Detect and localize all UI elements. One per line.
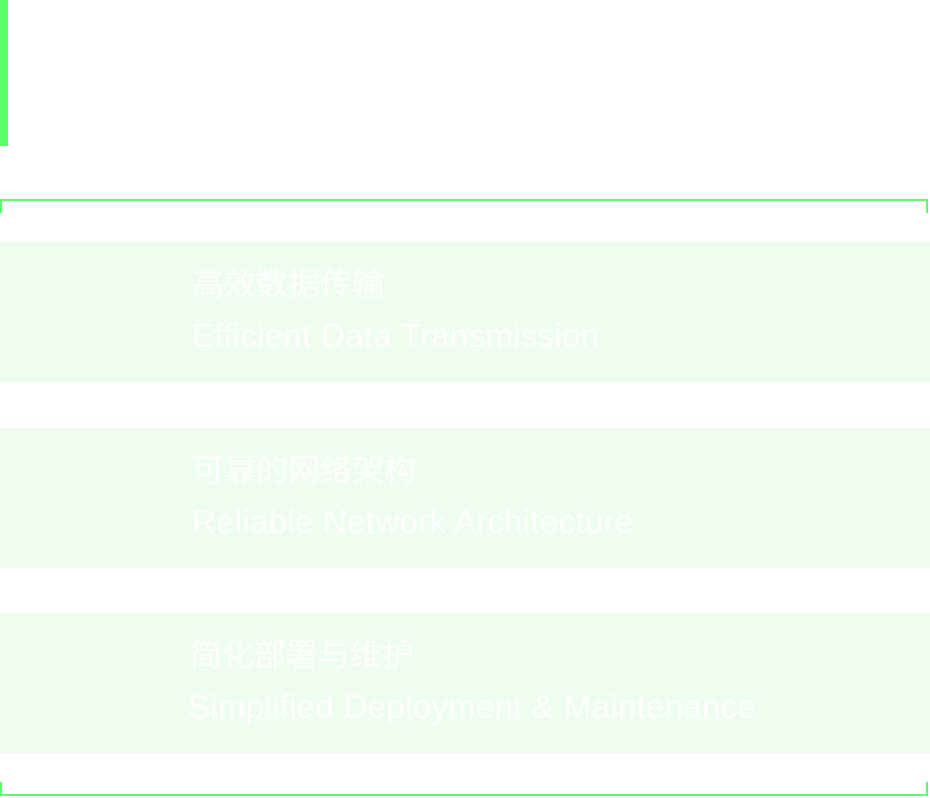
feature-card-efficient-data-transmission: 高效数据传输 Efficient Data Transmission — [0, 242, 930, 382]
feature-card-reliable-network-architecture: 可靠的网络架构 Reliable Network Architecture — [0, 428, 930, 568]
bottom-bracket-divider — [0, 782, 928, 796]
feature-title-en: Reliable Network Architecture — [192, 503, 634, 540]
feature-card-simplified-deployment: 简化部署与维护 Simplified Deployment & Maintena… — [0, 613, 930, 753]
feature-title-zh: 高效数据传输 — [192, 265, 385, 303]
top-bracket-divider — [0, 199, 928, 213]
feature-title-en: Efficient Data Transmission — [192, 317, 600, 354]
feature-title-zh: 可靠的网络架构 — [192, 451, 417, 489]
feature-title-zh: 简化部署与维护 — [190, 636, 415, 674]
accent-bar — [0, 0, 8, 146]
feature-title-en: Simplified Deployment & Maintenance — [188, 688, 757, 725]
